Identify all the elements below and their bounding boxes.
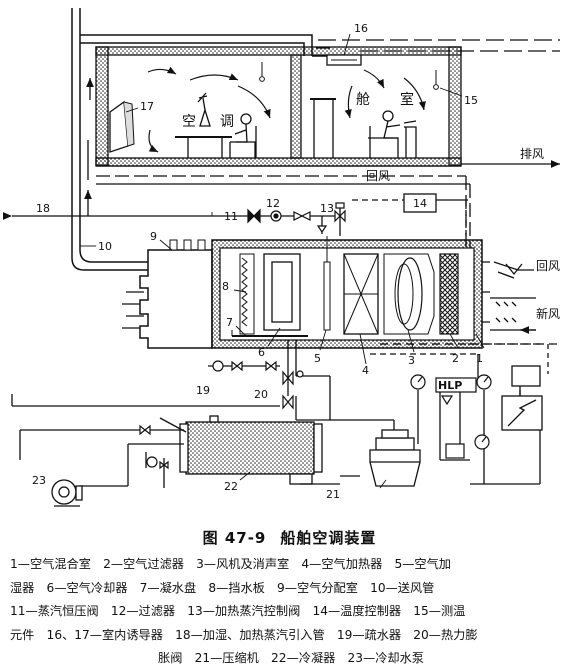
inlet-louvres xyxy=(490,261,536,334)
figure-caption: 图 47-9 船舶空调装置 xyxy=(0,527,579,548)
label-14: 14 xyxy=(413,197,427,210)
label-7: 7 xyxy=(226,316,233,329)
air-handling-unit xyxy=(139,236,490,349)
leader-lines xyxy=(80,33,485,489)
label-12: 12 xyxy=(266,197,280,210)
left-room-furniture xyxy=(175,92,257,158)
legend-line: 11—蒸汽恒压阀 12—过滤器 13—加热蒸汽控制阀 14—温度控制器 15—测… xyxy=(10,604,466,618)
label-13: 13 xyxy=(320,202,334,215)
label-3: 3 xyxy=(408,354,415,367)
hlp-label: HLP xyxy=(438,379,462,392)
supply-duct xyxy=(71,8,330,271)
right-room-furniture xyxy=(310,98,417,158)
room-airflow xyxy=(147,66,426,153)
cabin-block xyxy=(95,46,462,167)
return-air-right-label: 回风 xyxy=(536,259,560,273)
label-22: 22 xyxy=(224,480,238,493)
room-left-label-2: 调 xyxy=(220,114,234,130)
room-right-label-2: 室 xyxy=(400,91,414,108)
figure-number: 图 47-9 xyxy=(202,529,267,547)
label-2: 2 xyxy=(452,352,459,365)
label-18: 18 xyxy=(36,202,50,215)
room-right-label-1: 舱 xyxy=(356,92,370,108)
air-conditioning-schematic: 1 2 3 4 5 6 7 8 9 10 11 12 13 14 15 16 1… xyxy=(2,8,560,507)
cooling-water-piping xyxy=(19,417,187,488)
label-15: 15 xyxy=(464,94,478,107)
label-17: 17 xyxy=(140,100,154,113)
label-5: 5 xyxy=(314,352,321,365)
label-21: 21 xyxy=(326,488,340,501)
label-23: 23 xyxy=(32,474,46,487)
sensors xyxy=(259,62,439,90)
legend-line: 元件 16、17—室内诱导器 18—加湿、加热蒸汽引入管 19—疏水器 20—热… xyxy=(10,627,478,642)
label-19: 19 xyxy=(196,384,210,397)
legend-line: 胀阀 21—压缩机 22—冷凝器 23—冷却水泵 xyxy=(158,651,424,665)
label-11: 11 xyxy=(224,210,238,223)
label-8: 8 xyxy=(222,280,229,293)
steam-valves xyxy=(247,202,346,234)
word-labels: 空 调 舱 室 排风 回风 回风 新风 HLP xyxy=(182,91,560,392)
label-4: 4 xyxy=(362,364,369,377)
label-16: 16 xyxy=(354,22,368,35)
label-6: 6 xyxy=(258,346,265,359)
figure-legend: 1—空气混合室 2—空气过滤器 3—风机及消声室 4—空气加热器 5—空气加 湿… xyxy=(10,553,572,671)
fresh-air-label: 新风 xyxy=(536,306,560,321)
expansion-valve xyxy=(282,370,304,410)
number-labels: 1 2 3 4 5 6 7 8 9 10 11 12 13 14 15 16 1… xyxy=(32,22,483,501)
drain-trap xyxy=(212,360,277,372)
condenser xyxy=(179,415,340,485)
temperature-controller xyxy=(403,193,437,213)
outlet-louvres xyxy=(122,291,144,329)
exhaust-label: 排风 xyxy=(520,147,544,161)
electric-panel xyxy=(501,344,549,431)
top-dashed-lines xyxy=(318,39,560,52)
return-air-top-label: 回风 xyxy=(366,169,390,183)
compressor xyxy=(369,429,421,487)
label-9: 9 xyxy=(150,230,157,243)
label-20: 20 xyxy=(254,388,268,401)
legend-line: 1—空气混合室 2—空气过滤器 3—风机及消声室 4—空气加热器 5—空气加 xyxy=(10,557,451,571)
legend-line: 湿器 6—空气冷却器 7—凝水盘 8—挡水板 9—空气分配室 10—送风管 xyxy=(10,580,435,595)
cooling-water-valves xyxy=(139,424,169,470)
label-10: 10 xyxy=(98,240,112,253)
figure-title: 船舶空调装置 xyxy=(280,529,377,547)
cooling-water-pump xyxy=(51,479,83,507)
label-1: 1 xyxy=(476,352,483,365)
pressure-controls xyxy=(410,374,492,459)
room-left-label-1: 空 xyxy=(182,114,196,130)
inducer-17 xyxy=(109,100,135,153)
